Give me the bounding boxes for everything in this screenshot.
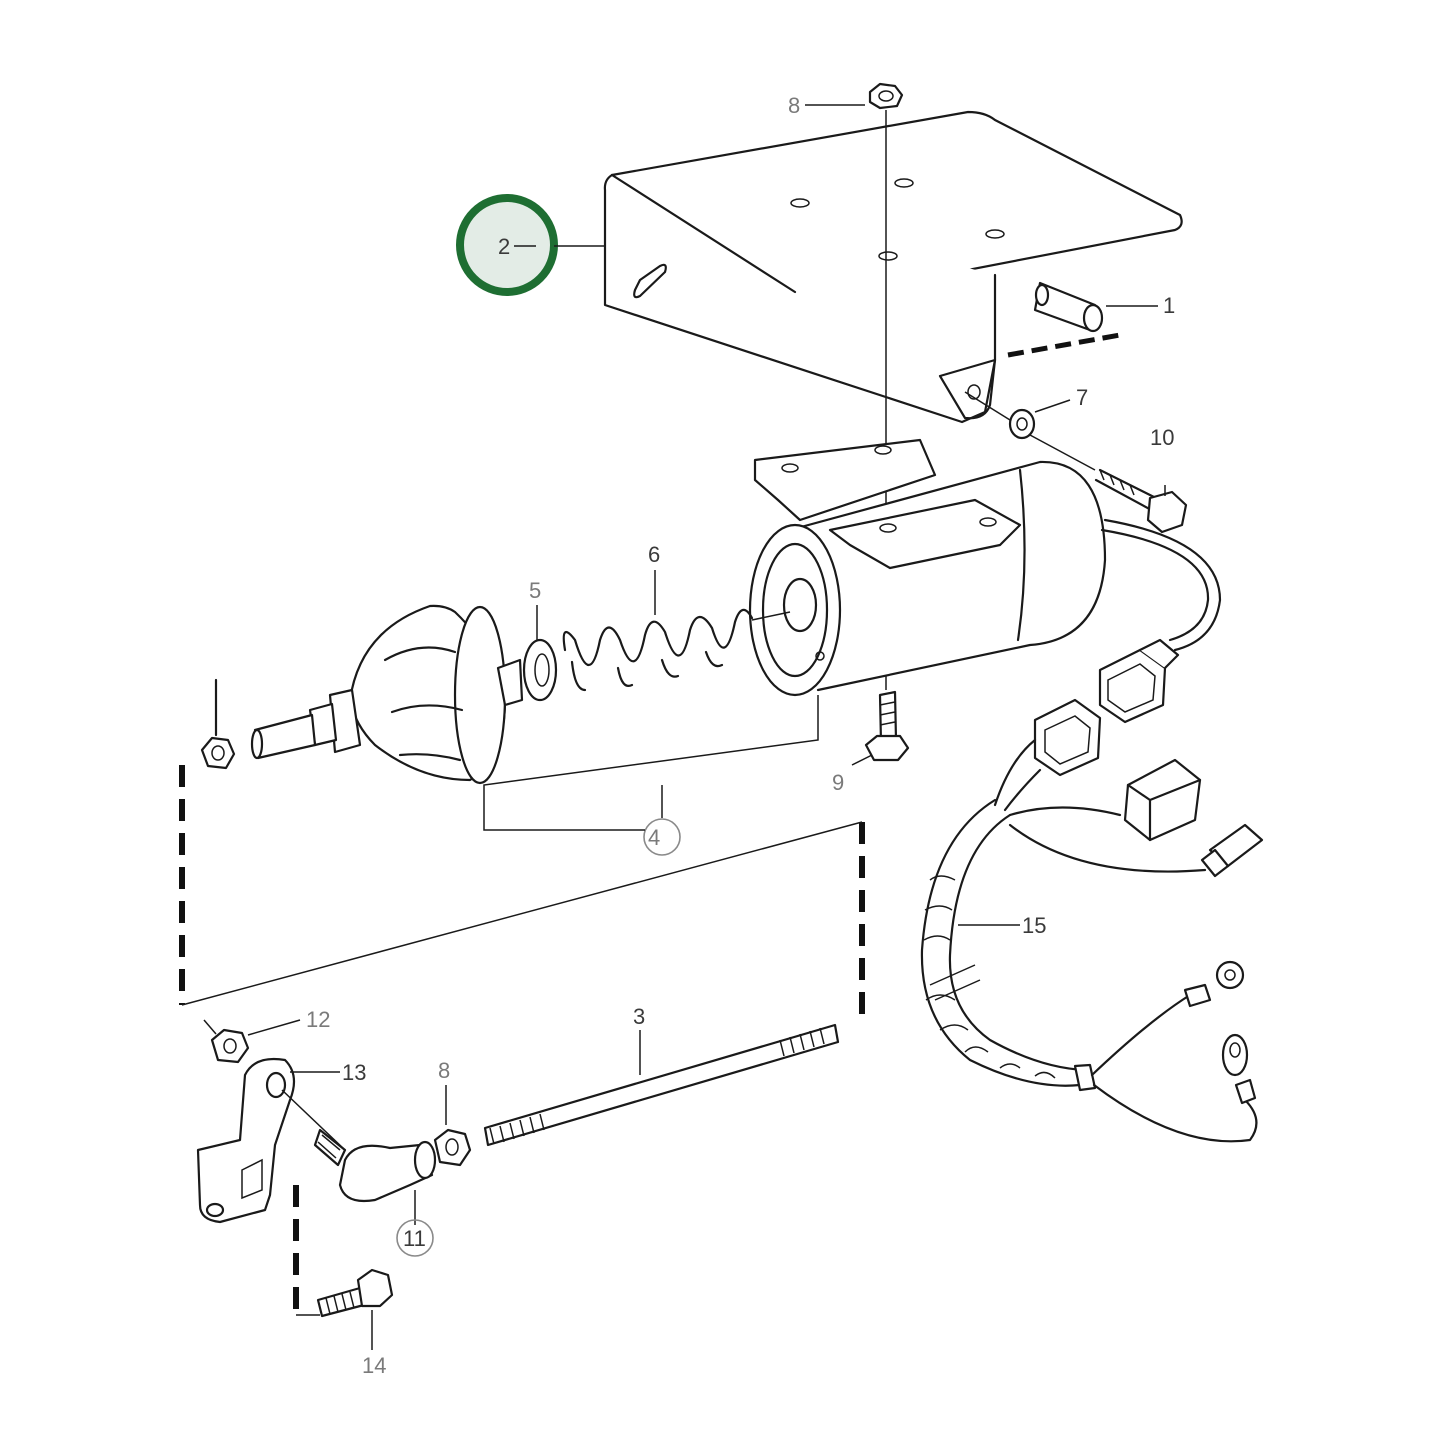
callout-10-label: 10 bbox=[1150, 425, 1174, 450]
callout-15-label: 15 bbox=[1022, 913, 1046, 938]
callout-4-label: 4 bbox=[648, 825, 660, 850]
callout-14-label: 14 bbox=[362, 1353, 386, 1378]
flange-nut-top[interactable]: 8 bbox=[788, 82, 904, 118]
assembly-dash-lines bbox=[179, 765, 865, 1316]
callout-8-top-label: 8 bbox=[788, 93, 800, 118]
ball-joint[interactable]: 11 bbox=[313, 1128, 437, 1257]
lever-bracket[interactable]: 13 bbox=[196, 1057, 366, 1224]
hex-bolt-14[interactable]: 14 bbox=[316, 1268, 394, 1378]
callout-4-circle bbox=[643, 818, 681, 856]
spring-washer[interactable]: 5 bbox=[522, 578, 558, 702]
stop-solenoid[interactable]: 4 bbox=[483, 438, 1107, 856]
highlight-callout-2[interactable]: 2 bbox=[456, 194, 606, 296]
compression-spring[interactable]: 6 bbox=[562, 542, 791, 692]
callout-9-label: 9 bbox=[832, 770, 844, 795]
callout-3-label: 3 bbox=[633, 1004, 645, 1029]
callout-11-circle bbox=[396, 1219, 434, 1257]
callout-6-label: 6 bbox=[648, 542, 660, 567]
callout-8-bottom-label: 8 bbox=[438, 1058, 450, 1083]
lock-nut-left[interactable] bbox=[200, 678, 236, 770]
flange-nut-bottom[interactable]: 8 bbox=[433, 1058, 472, 1167]
callout-7-label: 7 bbox=[1076, 385, 1088, 410]
callout-5-label: 5 bbox=[529, 578, 541, 603]
flange-bolt-9[interactable]: 9 bbox=[832, 690, 910, 795]
mounting-bracket[interactable] bbox=[603, 110, 1183, 424]
wiring-harness[interactable]: 15 bbox=[920, 518, 1264, 1143]
callout-11-label: 11 bbox=[403, 1226, 426, 1251]
hex-nut-12[interactable]: 12 bbox=[203, 1007, 330, 1064]
callout-2-label: 2 bbox=[498, 234, 510, 259]
washer[interactable]: 7 bbox=[964, 385, 1088, 440]
rubber-boot[interactable] bbox=[250, 604, 524, 785]
callout-12-label: 12 bbox=[306, 1007, 330, 1032]
hex-bolt-10[interactable]: 10 bbox=[1029, 425, 1188, 534]
threaded-rod[interactable]: 3 bbox=[483, 1004, 840, 1147]
spacer-sleeve[interactable]: 1 bbox=[1033, 281, 1175, 333]
callout-1-label: 1 bbox=[1163, 293, 1175, 318]
callout-13-label: 13 bbox=[342, 1060, 366, 1085]
